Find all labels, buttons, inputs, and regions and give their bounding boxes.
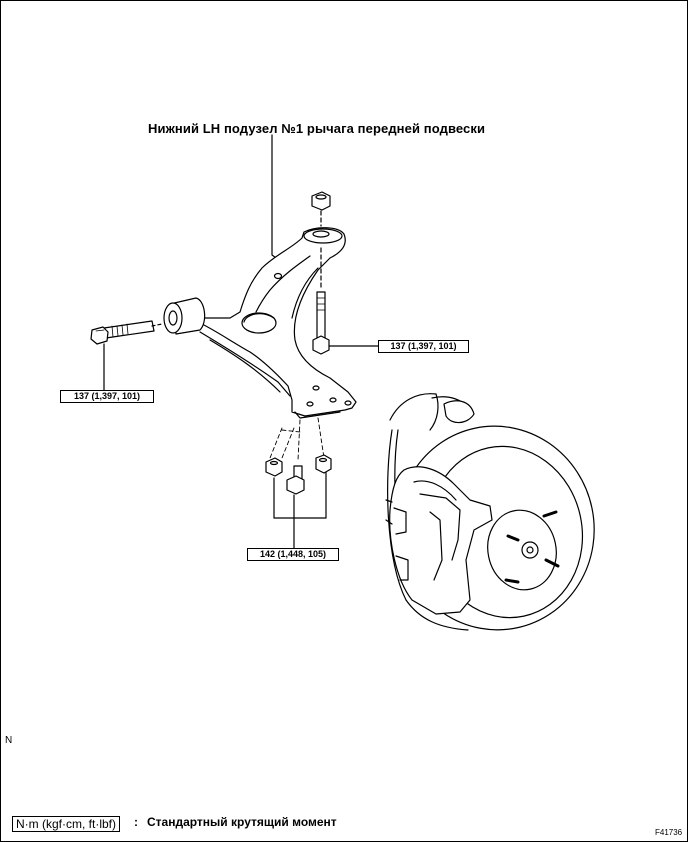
legend-units-box: N·m (kgf·cm, ft·lbf) bbox=[12, 816, 120, 832]
rear-bracket-bolts bbox=[265, 417, 332, 495]
brake-caliper bbox=[385, 466, 493, 615]
legend-description: Стандартный крутящий момент bbox=[147, 815, 337, 829]
ball-joint-bolt bbox=[312, 247, 379, 355]
side-marker: N bbox=[5, 735, 13, 746]
torque-label-rear-bolts: 142 (1,448, 105) bbox=[247, 548, 339, 561]
title-leader-line bbox=[271, 134, 283, 263]
ball-joint-nut bbox=[311, 191, 331, 227]
torque-label-front-bolt: 137 (1,397, 101) bbox=[60, 390, 154, 403]
diagram-title: Нижний LH подузел №1 рычага передней под… bbox=[148, 121, 486, 136]
figure-code: F41736 bbox=[655, 828, 683, 837]
torque-label-ball-joint: 137 (1,397, 101) bbox=[378, 340, 469, 353]
legend-colon: : bbox=[134, 815, 138, 829]
front-bushing bbox=[163, 297, 206, 335]
leader-rear-bolts bbox=[273, 471, 327, 519]
front-bolt bbox=[90, 320, 163, 345]
lower-arm bbox=[197, 227, 357, 419]
